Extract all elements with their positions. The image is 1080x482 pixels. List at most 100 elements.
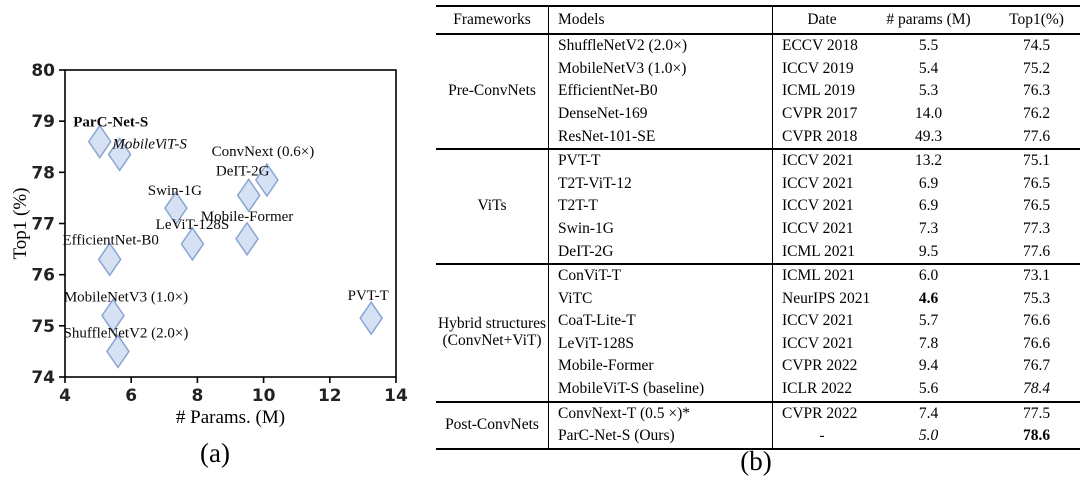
date-cell: ICCV 2019 bbox=[782, 59, 854, 77]
model-cell: LeViT-128S bbox=[548, 332, 773, 356]
date-cell: ICCV 2021 bbox=[772, 147, 871, 173]
x-axis-label: # Params. (M) bbox=[176, 407, 285, 428]
date-cell: CVPR 2017 bbox=[782, 104, 858, 122]
top1-cell: 78.6 bbox=[1022, 427, 1051, 445]
point-label: ParC-Net-S bbox=[73, 115, 148, 131]
date-cell: ICCV 2021 bbox=[782, 174, 854, 192]
top1-cell: 77.5 bbox=[986, 400, 1080, 426]
top1-cell: 76.7 bbox=[1022, 357, 1051, 375]
params-cell: 6.0 bbox=[871, 262, 986, 288]
framework-cell: Pre-ConvNets bbox=[436, 33, 549, 149]
column-header: Frameworks bbox=[436, 6, 549, 35]
top1-cell: 76.3 bbox=[1022, 82, 1051, 100]
data-point-diamond bbox=[87, 124, 112, 159]
column-header: Models bbox=[548, 6, 773, 35]
point-label: EfficientNet-B0 bbox=[63, 232, 159, 248]
date-cell: ICCV 2021 bbox=[782, 219, 854, 237]
params-cell: 7.3 bbox=[918, 219, 939, 237]
date-cell: ICCV 2021 bbox=[782, 197, 854, 215]
params-cell: 7.8 bbox=[918, 334, 939, 352]
params-cell: 49.3 bbox=[914, 127, 943, 145]
point-label: PVT-T bbox=[348, 288, 389, 304]
model-cell: T2T-T bbox=[548, 195, 773, 218]
top1-cell: 76.6 bbox=[1022, 334, 1051, 352]
y-tick-label: 75 bbox=[31, 317, 55, 337]
date-cell: ICML 2021 bbox=[782, 242, 856, 260]
model-cell: ResNet-101-SE bbox=[548, 125, 773, 149]
model-cell: ViTC bbox=[548, 287, 773, 311]
x-tick-label: 4 bbox=[59, 386, 71, 406]
framework-cell: Hybrid structures (ConvNet+ViT) bbox=[436, 262, 549, 402]
data-point-diamond bbox=[180, 226, 205, 262]
data-point-diamond bbox=[163, 190, 188, 226]
x-tick-label: 10 bbox=[252, 386, 276, 406]
date-cell: - bbox=[819, 427, 825, 445]
params-cell: 5.5 bbox=[871, 33, 986, 58]
date-cell: CVPR 2022 bbox=[772, 400, 871, 426]
params-cell: 5.6 bbox=[918, 380, 939, 398]
date-cell: CVPR 2018 bbox=[782, 127, 858, 145]
top1-cell: 77.6 bbox=[1022, 127, 1051, 145]
date-cell: NeurIPS 2021 bbox=[782, 289, 871, 307]
date-cell: ICCV 2021 bbox=[782, 334, 854, 352]
data-point-diamond bbox=[359, 300, 384, 336]
top1-cell: 73.1 bbox=[986, 262, 1080, 288]
params-cell: 6.9 bbox=[918, 174, 939, 192]
y-tick-label: 77 bbox=[31, 215, 55, 235]
framework-cell: ViTs bbox=[436, 147, 549, 264]
top1-cell: 76.2 bbox=[1022, 104, 1051, 122]
model-cell: ConvNext-T (0.5 ×)* bbox=[548, 400, 773, 426]
data-point-diamond bbox=[106, 334, 130, 369]
date-cell: ICLR 2022 bbox=[782, 380, 853, 398]
params-cell: 5.4 bbox=[918, 59, 939, 77]
params-cell: 13.2 bbox=[871, 147, 986, 173]
point-label: Swin-1G bbox=[148, 183, 202, 199]
params-cell: 9.4 bbox=[918, 357, 939, 375]
y-tick-label: 74 bbox=[31, 368, 55, 388]
params-cell: 9.5 bbox=[918, 242, 939, 260]
date-cell: ICML 2021 bbox=[772, 262, 871, 288]
params-cell: 14.0 bbox=[914, 104, 943, 122]
column-header: Date bbox=[772, 6, 871, 35]
table-row: LeViT-128S ICCV 2021 7.8 76.6 bbox=[436, 332, 1080, 356]
date-cell: ICML 2019 bbox=[782, 82, 856, 100]
point-label: ShuffleNetV2 (2.0×) bbox=[64, 325, 189, 341]
table-row: Mobile-Former CVPR 2022 9.4 76.7 bbox=[436, 355, 1080, 378]
top1-cell: 75.1 bbox=[986, 147, 1080, 173]
y-tick-label: 80 bbox=[31, 61, 55, 81]
date-cell: ECCV 2018 bbox=[772, 33, 871, 58]
top1-cell: 76.6 bbox=[1022, 312, 1051, 330]
top1-cell: 74.5 bbox=[986, 33, 1080, 58]
x-tick-label: 6 bbox=[125, 386, 137, 406]
model-cell: CoaT-Lite-T bbox=[548, 310, 773, 333]
model-cell: Swin-1G bbox=[548, 217, 773, 241]
data-point-diamond bbox=[236, 178, 261, 213]
top1-cell: 75.3 bbox=[1022, 289, 1051, 307]
top1-cell: 77.3 bbox=[1022, 219, 1051, 237]
caption-b: (b) bbox=[740, 446, 772, 476]
params-cell: 5.3 bbox=[918, 82, 939, 100]
point-label: MobileViT-S bbox=[111, 136, 187, 152]
column-header: Top1(%) bbox=[986, 6, 1080, 35]
model-cell: Mobile-Former bbox=[548, 355, 773, 378]
y-axis-label: Top1 (%) bbox=[10, 187, 31, 259]
params-cell: 7.4 bbox=[871, 400, 986, 426]
x-tick-label: 12 bbox=[318, 386, 342, 406]
table-row: ResNet-101-SE CVPR 2018 49.3 77.6 bbox=[436, 125, 1080, 149]
date-cell: CVPR 2022 bbox=[782, 357, 858, 375]
table-row: Swin-1G ICCV 2021 7.3 77.3 bbox=[436, 217, 1080, 241]
model-cell: MobileNetV3 (1.0×) bbox=[548, 57, 773, 81]
